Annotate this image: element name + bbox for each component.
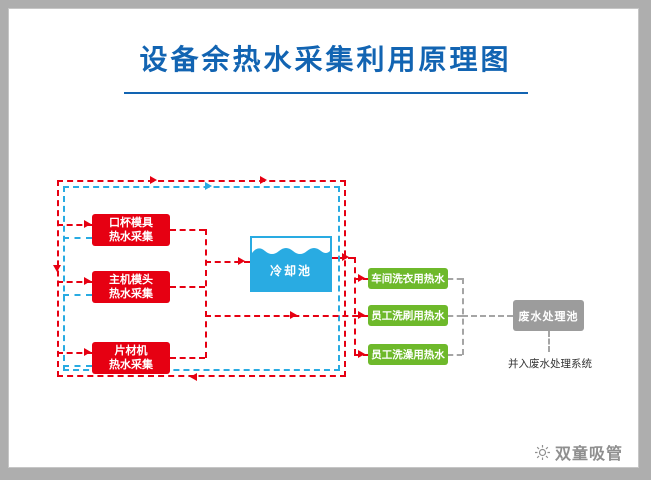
flow-arrow-icon — [342, 253, 349, 261]
source-label: 口杯模具 — [109, 217, 153, 229]
source3-cold-stub-line — [63, 365, 92, 367]
hot-collector-line — [205, 229, 207, 358]
source1-cold-stub-line — [63, 237, 92, 239]
source-label: 热水采集 — [109, 359, 153, 371]
use1-drain-line — [448, 278, 462, 280]
source-box-die-head: 主机模头 热水采集 — [92, 271, 170, 303]
use-box-bathing: 员工洗澡用热水 — [368, 344, 448, 365]
use-box-laundry: 车间洗衣用热水 — [368, 268, 448, 289]
treatment-drop-line — [548, 331, 550, 352]
cold-water-loop-line — [63, 186, 340, 371]
treatment-box: 废水处理池 — [513, 300, 584, 331]
treatment-note: 并入废水处理系统 — [508, 358, 592, 370]
source2-hot-stub-line — [57, 281, 92, 283]
flow-arrow-icon — [260, 176, 267, 184]
use-label: 车间洗衣用热水 — [371, 273, 445, 285]
hot-water-loop-line — [57, 180, 346, 377]
page-title: 设备余热水采集利用原理图 — [139, 44, 512, 75]
cooling-pool-label: 冷却池 — [269, 264, 312, 278]
flow-arrow-icon — [84, 348, 91, 356]
flow-arrow-icon — [84, 220, 91, 228]
source3-hot-stub-line — [57, 352, 92, 354]
use-label: 员工洗刷用热水 — [371, 310, 445, 322]
source2-output-line — [170, 286, 205, 288]
brand-watermark: 双童吸管 — [534, 440, 623, 464]
source-label: 热水采集 — [109, 288, 153, 300]
pool-feed-line — [205, 261, 250, 263]
flow-arrow-icon — [53, 265, 61, 272]
source2-cold-stub-line — [63, 294, 92, 296]
flow-arrow-icon — [290, 311, 297, 319]
source1-hot-stub-line — [57, 224, 92, 226]
sun-logo-icon — [535, 444, 550, 460]
use2-drain-line — [448, 315, 462, 317]
source-label: 片材机 — [114, 345, 148, 357]
treatment-label: 废水处理池 — [518, 310, 579, 323]
flow-arrow-icon — [358, 350, 365, 358]
hot-supply-main-line — [205, 315, 368, 317]
cooling-pool-box: 冷却池 — [250, 236, 332, 292]
flow-arrow-icon — [205, 182, 212, 190]
source-label: 热水采集 — [109, 231, 153, 243]
use3-drain-line — [448, 354, 462, 356]
brand-text: 双童吸管 — [555, 446, 624, 463]
source-label: 主机模头 — [109, 274, 153, 286]
treatment-feed-line — [462, 315, 513, 317]
flow-arrow-icon — [238, 257, 245, 265]
water-wave-icon — [250, 236, 332, 292]
flow-arrow-icon — [84, 277, 91, 285]
flow-arrow-icon — [358, 274, 365, 282]
source3-output-line — [170, 357, 205, 359]
source-box-cup-mold: 口杯模具 热水采集 — [92, 214, 170, 246]
use-collector-line — [354, 257, 356, 355]
source1-output-line — [170, 229, 205, 231]
use-box-washing: 员工洗刷用热水 — [368, 305, 448, 326]
flow-arrow-icon — [358, 311, 365, 319]
flow-arrow-icon — [150, 176, 157, 184]
title-underline — [124, 92, 528, 94]
source-box-sheet-machine: 片材机 热水采集 — [92, 342, 170, 374]
use-label: 员工洗澡用热水 — [371, 349, 445, 361]
flow-arrow-icon — [190, 373, 197, 381]
